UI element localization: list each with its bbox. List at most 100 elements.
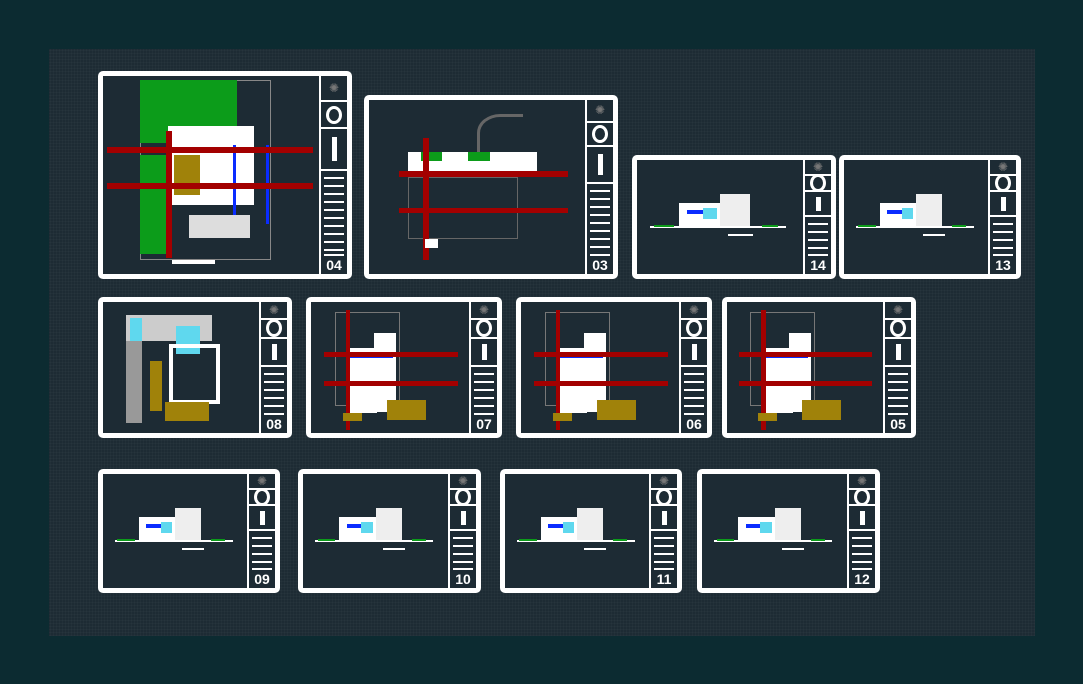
- lawn-strip: [468, 152, 490, 161]
- elevation-block: [916, 194, 942, 227]
- ground-line: [516, 540, 635, 543]
- window-band: [146, 524, 170, 528]
- terrace: [342, 413, 362, 422]
- title-bar: [450, 506, 476, 532]
- sheet-number: 03: [592, 257, 608, 273]
- planting: [716, 538, 734, 542]
- drawing-sheet-04[interactable]: ✺ 04: [98, 71, 352, 279]
- drawing-sheet-03[interactable]: ✺ 03: [364, 95, 618, 279]
- axis-line: [533, 351, 668, 357]
- drawing-sheet-13[interactable]: ✺ 13: [839, 155, 1021, 279]
- planting: [858, 224, 876, 228]
- sheet-frame: ✺ 09: [103, 474, 275, 588]
- title-bar: [885, 339, 911, 367]
- terrace: [758, 413, 777, 422]
- planting: [411, 538, 427, 542]
- title-block: ✺ 11: [649, 474, 677, 588]
- terrace: [386, 400, 427, 420]
- sheet-drawing-elevation: [702, 474, 847, 588]
- title-block: ✺ 07: [469, 302, 497, 433]
- seal-icon: [805, 174, 831, 193]
- axis-line: [423, 138, 430, 261]
- axis-line: [107, 182, 313, 189]
- sheet-number: 07: [476, 416, 492, 432]
- title-lines: [453, 531, 473, 570]
- lawn-area: [139, 155, 166, 255]
- glass-panel: [760, 521, 772, 534]
- sheet-drawing-elevation: [844, 160, 988, 274]
- sheet-frame: ✺ 10: [303, 474, 476, 588]
- seal-icon: [471, 319, 497, 339]
- seal-icon: [681, 319, 707, 339]
- sheet-drawing-floor-plan: [727, 302, 883, 433]
- seal-icon: [450, 488, 476, 507]
- sheet-number: 14: [810, 257, 826, 273]
- title-bar: [587, 147, 613, 185]
- terrace: [596, 400, 637, 420]
- ground-line: [114, 540, 233, 543]
- glass-panel: [160, 521, 173, 534]
- axis-line: [555, 309, 561, 431]
- planting: [211, 538, 226, 542]
- title-lines: [590, 184, 610, 256]
- elevation-block: [774, 508, 801, 541]
- drawing-sheet-07[interactable]: ✺ 07: [306, 297, 502, 438]
- elevation-block: [175, 508, 201, 541]
- title-bar: [321, 129, 347, 172]
- drawing-sheet-05[interactable]: ✺ 05: [722, 297, 916, 438]
- title-block: ✺ 08: [259, 302, 287, 433]
- scale-bar: [781, 548, 804, 551]
- planting: [952, 224, 967, 228]
- sheet-drawing-floor-plan: [521, 302, 679, 433]
- terrace: [165, 401, 210, 422]
- elevation-block: [375, 508, 402, 541]
- roof-outline: [168, 343, 221, 405]
- seal-icon: [885, 319, 911, 339]
- drawing-sheet-08[interactable]: ✺ 08: [98, 297, 292, 438]
- drawing-sheet-14[interactable]: ✺ 14: [632, 155, 836, 279]
- glass-panel: [901, 207, 914, 220]
- drawing-sheet-10[interactable]: ✺ 10: [298, 469, 481, 593]
- sheet-frame: ✺ 13: [844, 160, 1016, 274]
- glass-panel: [361, 521, 373, 534]
- title-bar: [681, 339, 707, 367]
- sheet-number: 12: [854, 571, 870, 587]
- sheet-drawing-elevation: [637, 160, 803, 274]
- drawing-sheet-06[interactable]: ✺ 06: [516, 297, 712, 438]
- title-block: ✺ 03: [585, 100, 613, 274]
- roof-wing: [126, 341, 142, 423]
- title-bar: [849, 506, 875, 532]
- drawing-canvas[interactable]: ✺ 04 ✺ 03 ✺ 14 ✺ 13 ✺ 08 ✺ 07 ✺: [49, 49, 1035, 636]
- roof-garden: [149, 360, 163, 411]
- ground-line: [855, 226, 974, 229]
- sheet-frame: ✺ 08: [103, 302, 287, 433]
- drawing-sheet-09[interactable]: ✺ 09: [98, 469, 280, 593]
- axis-line: [533, 380, 668, 386]
- planting: [519, 538, 537, 542]
- axis-line: [399, 171, 568, 177]
- title-bar: [990, 192, 1016, 218]
- planting: [613, 538, 628, 542]
- elevation-block: [720, 194, 750, 227]
- terrace: [552, 413, 572, 422]
- axis-line: [739, 380, 873, 386]
- sheet-number: 10: [455, 571, 471, 587]
- planting: [653, 224, 674, 228]
- scale-bar: [728, 234, 754, 237]
- sheet-number: 09: [254, 571, 270, 587]
- drawing-sheet-11[interactable]: ✺ 11: [500, 469, 682, 593]
- sheet-drawing-site-plan: [103, 76, 319, 274]
- title-lines: [252, 531, 272, 570]
- elevation-block: [577, 508, 603, 541]
- planting: [117, 538, 135, 542]
- ground-line: [713, 540, 833, 543]
- title-block: ✺ 04: [319, 76, 347, 274]
- logo-icon: ✺: [261, 302, 287, 320]
- title-lines: [264, 366, 284, 415]
- axis-line: [323, 351, 458, 357]
- symbol: [425, 239, 439, 248]
- axis-line: [107, 147, 313, 154]
- scale-bar: [172, 260, 216, 265]
- scale-bar: [584, 548, 606, 551]
- drawing-sheet-12[interactable]: ✺ 12: [697, 469, 880, 593]
